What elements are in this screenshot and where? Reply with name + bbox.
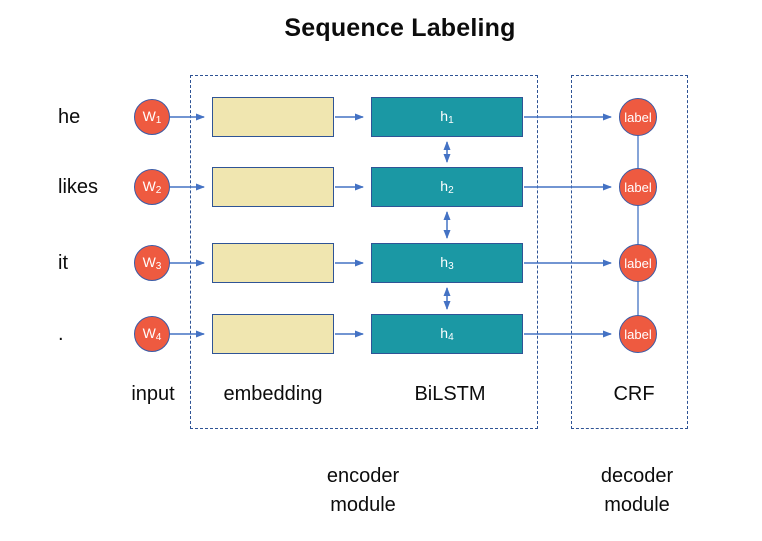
symbol-text: W [142,253,156,270]
subscript-text: 4 [448,332,454,344]
crf-label-node: label [619,315,657,353]
input-word: it [58,252,68,274]
crf-label-node: label [619,98,657,136]
decoder-module-caption: decoder module [562,462,712,520]
label-node-text: label [624,179,652,195]
column-label-input: input [131,383,175,405]
column-label-embedding: embedding [223,383,323,405]
input-node: W1 [134,99,170,135]
subscript-text: 1 [155,115,162,127]
caption-line: encoder [326,465,400,487]
input-node-text: W2 [143,178,162,196]
symbol-text: W [142,324,156,341]
decoder-module-box [571,75,688,429]
diagram-title: Sequence Labeling [284,14,516,42]
input-node: W2 [134,169,170,205]
crf-label-node: label [619,244,657,282]
encoder-module-box [190,75,538,429]
input-word: likes [58,176,99,198]
subscript-text: 4 [155,332,162,344]
bilstm-hidden-node: h2 [371,167,523,207]
hidden-node-text: h2 [440,178,453,196]
embedding-box [212,167,334,207]
crf-label-node: label [619,168,657,206]
input-node-text: W4 [143,325,162,343]
label-node-text: label [624,109,652,125]
caption-line: module [604,494,670,516]
hidden-node-text: h3 [440,254,453,272]
column-label-bilstm: BiLSTM [414,383,486,405]
subscript-text: 3 [448,261,454,273]
label-node-text: label [624,255,652,271]
bilstm-hidden-node: h3 [371,243,523,283]
column-label-crf: CRF [613,383,655,405]
bilstm-hidden-node: h1 [371,97,523,137]
caption-line: decoder [600,465,674,487]
bilstm-hidden-node: h4 [371,314,523,354]
caption-line: module [330,494,396,516]
subscript-text: 2 [155,185,162,197]
encoder-module-caption: encoder module [288,462,438,520]
embedding-box [212,243,334,283]
label-node-text: label [624,326,652,342]
symbol-text: W [142,107,156,124]
subscript-text: 3 [155,261,162,273]
symbol-text: h [440,107,449,124]
symbol-text: h [440,253,449,270]
subscript-text: 2 [448,185,454,197]
symbol-text: h [440,177,449,194]
hidden-node-text: h4 [440,325,453,343]
input-word: he [58,106,81,128]
input-word: . [58,323,64,345]
input-node-text: W1 [143,108,162,126]
symbol-text: W [142,177,156,194]
input-node: W4 [134,316,170,352]
input-node-text: W3 [143,254,162,272]
hidden-node-text: h1 [440,108,453,126]
subscript-text: 1 [448,115,454,127]
symbol-text: h [440,324,449,341]
embedding-box [212,314,334,354]
input-node: W3 [134,245,170,281]
embedding-box [212,97,334,137]
